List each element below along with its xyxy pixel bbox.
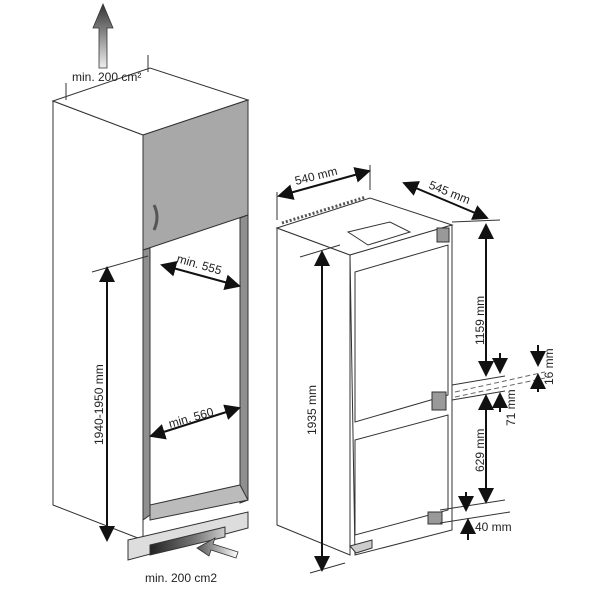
cabinet-drawing — [51, 67, 250, 561]
middle-hinge — [431, 391, 447, 411]
cabinet-height-label: 1940-1950 mm — [92, 364, 106, 445]
vent-up-arrow-icon — [92, 2, 114, 69]
appliance-width-arrow — [277, 167, 371, 200]
bottom-hinge — [427, 511, 443, 525]
ventilation-grille — [149, 526, 226, 556]
gap-label: 71 mm — [504, 389, 518, 426]
upper-door — [354, 244, 449, 423]
cabinet-right-post — [239, 214, 249, 504]
bottom-clearance-label: 40 mm — [475, 520, 512, 534]
cabinet-bottom-shelf — [149, 484, 249, 521]
vent-top-label: min. 200 cm² — [72, 70, 141, 84]
cabinet-width-arrow — [149, 404, 241, 440]
appliance-depth-arrow — [402, 181, 489, 220]
lower-door-label: 629 mm — [473, 429, 487, 472]
appliance-top-bracket — [346, 221, 412, 246]
door-handle-icon — [152, 204, 159, 231]
cabinet-side-panel — [52, 100, 144, 541]
cabinet-depth-arrow — [160, 260, 241, 291]
vent-in-arrow-icon — [196, 537, 239, 559]
bottom-bracket — [349, 539, 373, 554]
appliance-width-label: 540 mm — [293, 164, 338, 188]
appliance-height-label: 1935 mm — [305, 385, 319, 435]
upper-door-label: 1159 mm — [473, 296, 487, 345]
top-hinge — [436, 227, 450, 243]
ventilation-slots — [281, 195, 367, 225]
cabinet-width-label: min. 560 — [167, 405, 215, 431]
lower-door — [354, 414, 449, 536]
cabinet-depth-label: min. 555 — [175, 251, 223, 277]
cabinet-left-post — [142, 247, 151, 521]
appliance-drawing — [275, 197, 454, 556]
gap-detail-label: 16 mm — [542, 348, 556, 385]
vent-bottom-label: min. 200 cm2 — [145, 571, 217, 585]
